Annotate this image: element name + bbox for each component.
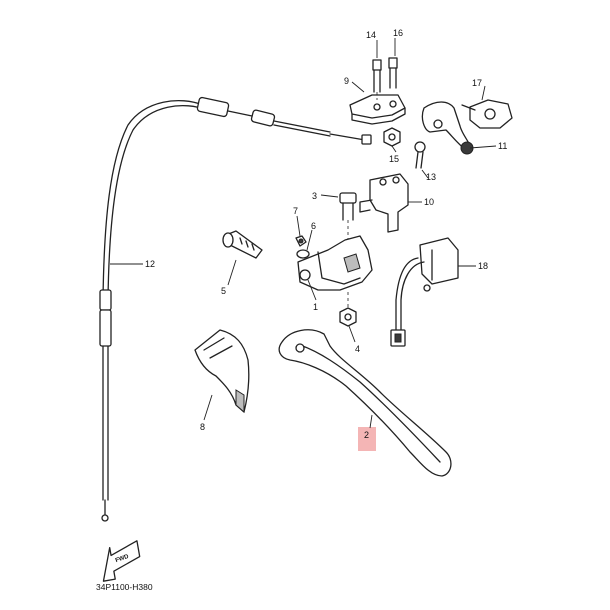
adjuster-bolt-5[interactable] (222, 230, 263, 259)
callout-14: 14 (366, 30, 376, 40)
clutch-switch-18[interactable] (390, 237, 459, 347)
callout-3: 3 (312, 191, 317, 201)
fwd-label: FWD (115, 554, 131, 565)
leader-lines (110, 38, 497, 429)
screw-7[interactable] (295, 235, 307, 247)
callout-2: 2 (364, 430, 369, 440)
clutch-cable[interactable] (99, 96, 372, 522)
callout-18: 18 (478, 261, 488, 271)
bolt-16[interactable] (388, 57, 398, 89)
fwd-arrow-icon: FWD (102, 540, 141, 582)
clutch-lever-2[interactable] (278, 329, 452, 477)
callout-7: 7 (293, 206, 298, 216)
drawing-code: 34P1100-H380 (96, 582, 153, 592)
callout-1: 1 (313, 302, 318, 312)
callout-11: 11 (498, 141, 507, 151)
lever-holder-lower[interactable] (359, 173, 409, 233)
callout-12: 12 (145, 259, 155, 269)
callout-5: 5 (221, 286, 226, 296)
callout-4: 4 (355, 344, 360, 354)
callout-6: 6 (311, 221, 316, 231)
bolt-3[interactable] (339, 192, 357, 240)
callout-8: 8 (200, 422, 205, 432)
hot-start-lever-11[interactable] (421, 101, 474, 155)
nut-4[interactable] (339, 292, 357, 327)
highlight-marker (358, 427, 376, 451)
callout-13: 13 (426, 172, 436, 182)
callout-16: 16 (393, 28, 403, 38)
lever-cover-8[interactable] (194, 329, 250, 414)
lever-holder-upper[interactable] (349, 94, 406, 125)
clutch-lever-holder-1[interactable] (297, 235, 373, 291)
switch-17[interactable] (461, 99, 513, 129)
callout-15: 15 (389, 154, 399, 164)
screw-13[interactable] (414, 141, 426, 169)
nut-15[interactable] (383, 127, 401, 147)
nut-6[interactable] (296, 249, 310, 259)
callout-17: 17 (472, 78, 482, 88)
callout-labels: 14 16 9 17 11 15 13 3 10 7 6 12 5 18 1 4… (145, 28, 507, 440)
callout-10: 10 (424, 197, 434, 207)
bolt-14[interactable] (372, 59, 382, 100)
callout-9: 9 (344, 76, 349, 86)
